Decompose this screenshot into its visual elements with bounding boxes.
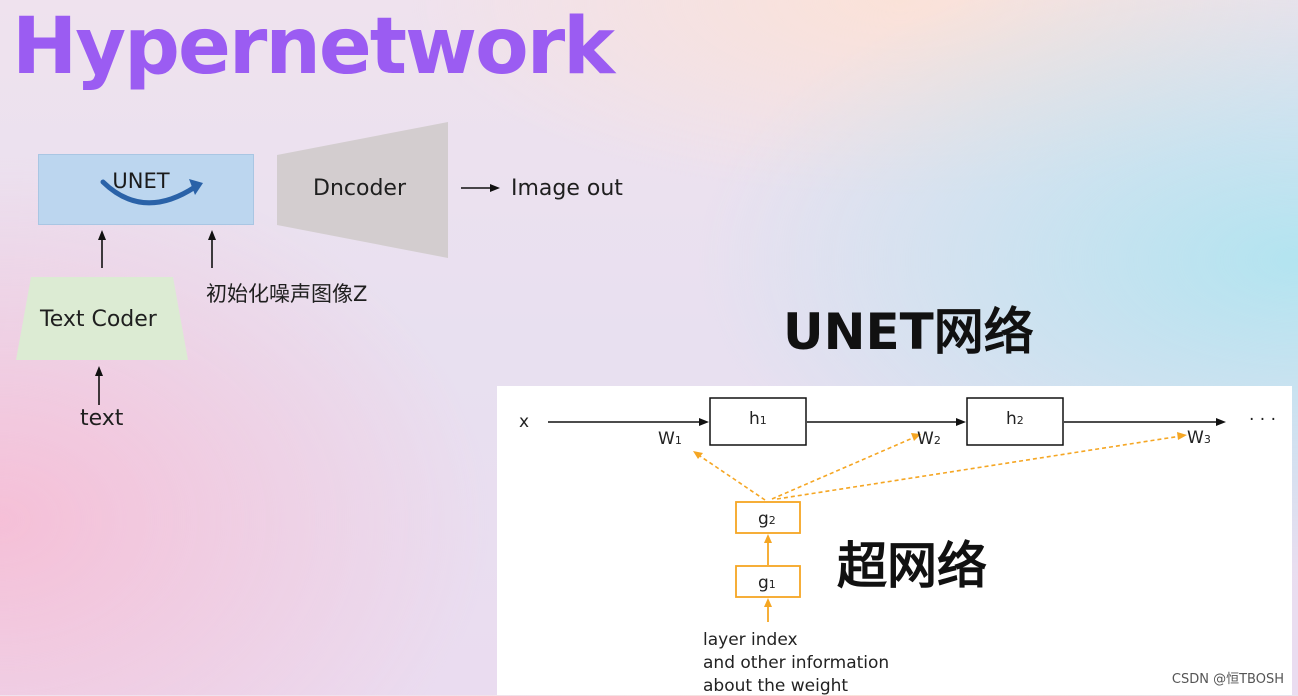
text-coder-to-unet-arrow (98, 230, 106, 268)
g1-block (735, 565, 801, 598)
decoder-block (277, 122, 448, 258)
h2-label: h2 (1006, 409, 1024, 429)
ellipsis-label: · · · (1249, 410, 1277, 430)
unet-curved-arrow-icon (100, 179, 203, 206)
w1-label: W1 (658, 429, 682, 449)
caption-line-1: layer index (703, 630, 798, 650)
page-title: Hypernetwork (12, 2, 615, 92)
text-to-coder-arrow (95, 366, 103, 405)
h1-block (709, 397, 807, 446)
x-input-label: x (519, 412, 530, 432)
g1-label: g1 (758, 573, 776, 593)
w2-label: W2 (917, 429, 941, 449)
unet-block: UNET (38, 154, 254, 225)
image-out-label: Image out (511, 176, 623, 201)
g2-block (735, 501, 801, 534)
hypernetwork-heading: 超网络 (837, 537, 987, 595)
h1-label: h1 (749, 409, 767, 429)
w3-label: W3 (1187, 428, 1211, 448)
h2-block (966, 397, 1064, 446)
text-coder-label: Text Coder (40, 307, 157, 332)
caption-line-2: and other information (703, 653, 890, 673)
noise-to-unet-arrow (208, 230, 216, 268)
unet-label: UNET (112, 169, 170, 193)
decoder-label: Dncoder (313, 176, 406, 201)
text-input-label: text (80, 406, 124, 431)
figure-shapes (548, 397, 1226, 622)
hypernetwork-figure: x h1 h2 W1 W2 W3 · · · g1 g2 layer index… (497, 386, 1292, 696)
noise-label: 初始化噪声图像Z (206, 282, 368, 306)
unet-network-heading: UNET网络 (783, 303, 1034, 361)
text-coder-block (16, 277, 188, 360)
output-arrow (461, 184, 500, 192)
g2-label: g2 (758, 509, 776, 529)
caption-line-3: about the weight (703, 676, 849, 696)
watermark: CSDN @恒TBOSH (1171, 672, 1284, 687)
